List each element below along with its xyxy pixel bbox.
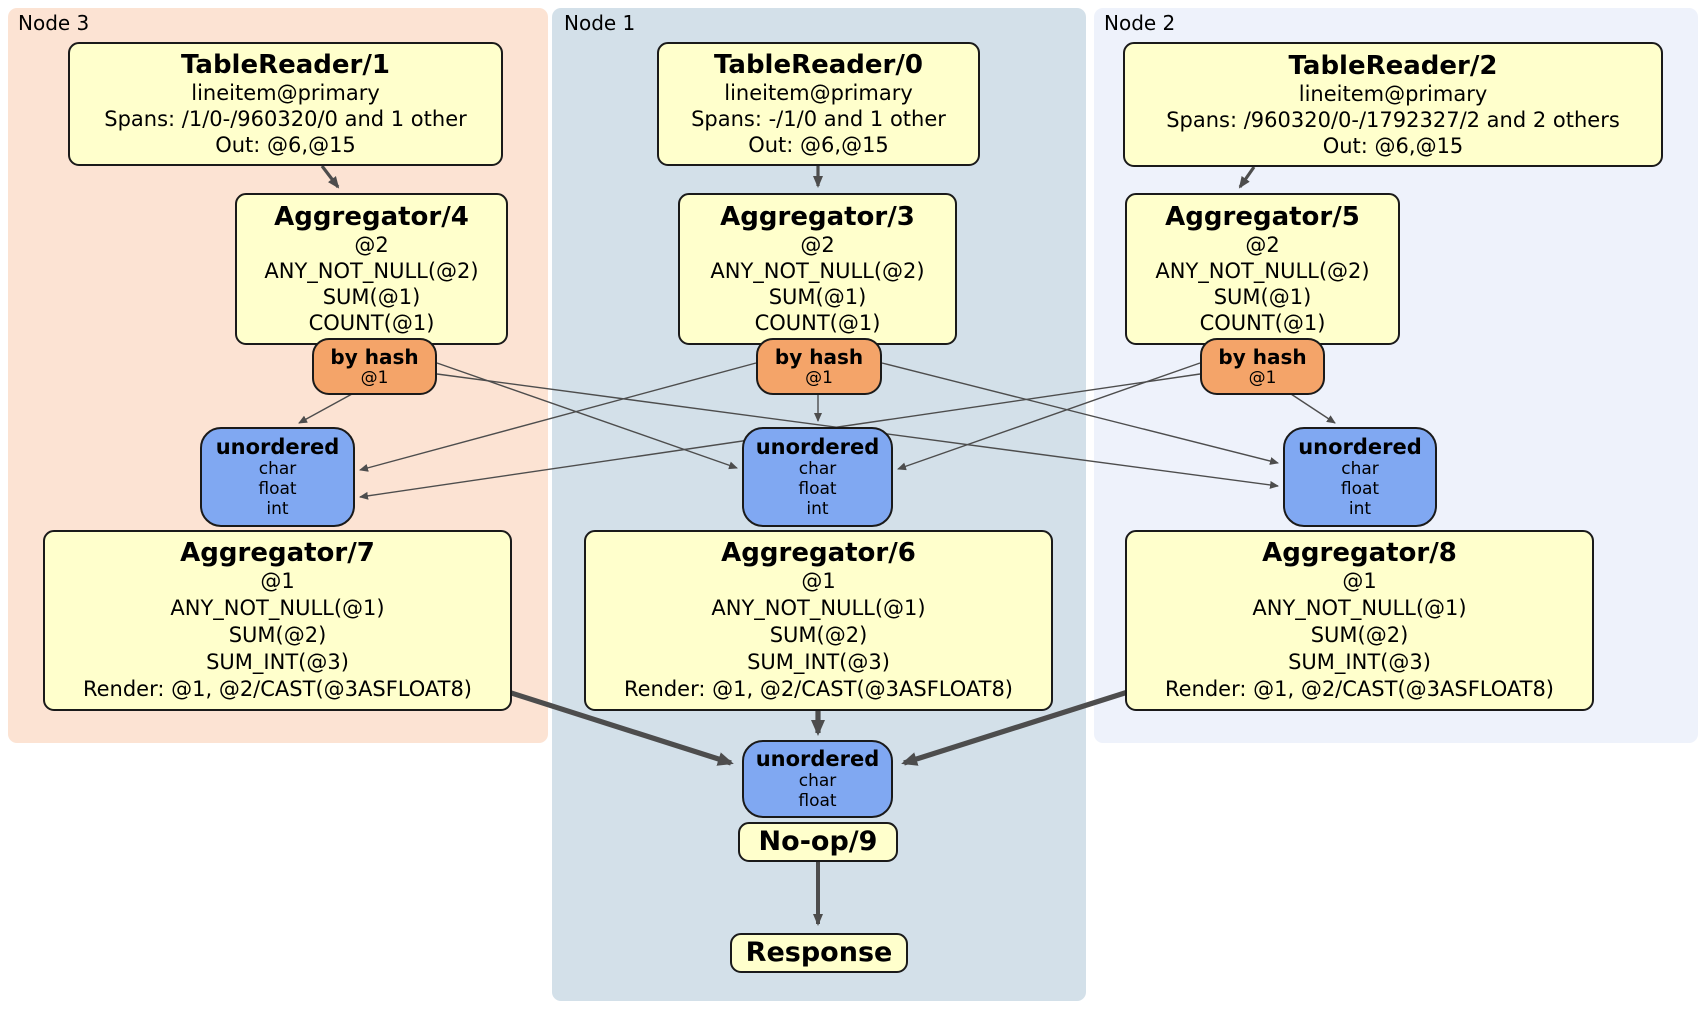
response-node: Response [730,933,908,973]
sync-unordered-final: unordered char float [742,740,893,818]
processor-detail: SUM_INT(@3) [747,650,890,674]
edge-router3-sync3 [298,393,353,424]
sync-title: unordered [755,435,880,459]
router-key: @1 [360,368,389,388]
processor-detail: SUM(@2) [228,623,327,647]
edge-agg7-syncfinal [504,688,734,766]
processor-detail: SUM(@2) [769,623,868,647]
node-label-3: Node 3 [18,11,90,35]
sync-type: float [1340,479,1380,499]
processor-tablereader-0: TableReader/0 lineitem@primary Spans: -/… [657,42,980,166]
router-key: @1 [805,368,833,388]
edge-tr1-agg4 [320,165,340,189]
router-title: by hash [330,345,419,369]
router-title: by hash [1218,345,1307,369]
processor-title: Aggregator/5 [1165,202,1360,232]
node-label-2: Node 2 [1104,11,1176,35]
processor-title: Aggregator/7 [180,538,375,568]
processor-title: Aggregator/8 [1262,538,1457,568]
processor-aggregator-4: Aggregator/4 @2 ANY_NOT_NULL(@2) SUM(@1)… [235,193,508,345]
sync-type: char [258,459,297,479]
sync-unordered-node2: unordered char float int [1283,427,1437,527]
processor-detail: Render: @1, @2/CAST(@3ASFLOAT8) [1164,677,1555,701]
processor-detail: Spans: -/1/0 and 1 other [691,107,946,131]
processor-title: TableReader/0 [714,50,923,80]
router-by-hash-node3: by hash @1 [312,338,437,395]
edge-tr2-agg5 [1238,166,1256,189]
processor-aggregator-7: Aggregator/7 @1 ANY_NOT_NULL(@1) SUM(@2)… [43,530,512,711]
processor-detail: Out: @6,@15 [215,133,356,157]
router-title: by hash [774,345,864,369]
processor-detail: SUM_INT(@3) [1288,650,1431,674]
processor-detail: COUNT(@1) [1199,311,1326,335]
sync-title: unordered [755,747,880,771]
edge-router3-sync1 [436,362,738,470]
processor-title: TableReader/1 [181,50,390,80]
sync-type: char [1341,459,1379,479]
processor-aggregator-5: Aggregator/5 @2 ANY_NOT_NULL(@2) SUM(@1)… [1125,193,1400,345]
processor-aggregator-6: Aggregator/6 @1 ANY_NOT_NULL(@1) SUM(@2)… [584,530,1053,711]
processor-detail: Out: @6,@15 [748,133,889,157]
node-label-1: Node 1 [564,11,636,35]
processor-title: TableReader/2 [1288,50,1498,81]
sync-type: char [798,771,837,791]
processor-detail: SUM_INT(@3) [206,650,349,674]
processor-title: No-op/9 [758,826,878,857]
edge-router1-sync3 [359,362,757,472]
sync-type: int [1348,499,1372,519]
edge-router2-sync2 [1290,393,1336,424]
processor-detail: ANY_NOT_NULL(@1) [1252,596,1467,620]
router-by-hash-node2: by hash @1 [1200,338,1325,395]
sync-unordered-node1: unordered char float int [742,427,893,527]
processor-detail: @2 [354,233,389,257]
processor-tablereader-2: TableReader/2 lineitem@primary Spans: /9… [1123,42,1663,167]
processor-detail: @2 [800,233,835,257]
processor-aggregator-8: Aggregator/8 @1 ANY_NOT_NULL(@1) SUM(@2)… [1125,530,1594,711]
router-key: @1 [1248,368,1277,388]
processor-detail: @2 [1245,233,1280,257]
processor-detail: @1 [1342,569,1377,593]
processor-detail: ANY_NOT_NULL(@1) [711,596,926,620]
processor-aggregator-3: Aggregator/3 @2 ANY_NOT_NULL(@2) SUM(@1)… [678,193,957,345]
processor-detail: lineitem@primary [1298,81,1488,106]
edge-router2-sync1 [897,362,1201,471]
processor-detail: lineitem@primary [724,81,913,105]
processor-detail: SUM(@1) [322,285,421,309]
processor-detail: @1 [801,569,836,593]
router-by-hash-node1: by hash @1 [756,338,882,395]
sync-title: unordered [215,435,340,459]
processor-detail: ANY_NOT_NULL(@2) [264,259,479,283]
processor-detail: SUM(@1) [1213,285,1312,309]
processor-title: Aggregator/3 [720,202,915,232]
processor-detail: lineitem@primary [191,81,380,105]
processor-detail: Spans: /1/0-/960320/0 and 1 other [104,107,467,131]
processor-detail: Spans: /960320/0-/1792327/2 and 2 others [1166,107,1620,132]
processor-tablereader-1: TableReader/1 lineitem@primary Spans: /1… [68,42,503,166]
processor-detail: SUM(@2) [1310,623,1409,647]
processor-title: Aggregator/6 [721,538,916,568]
sync-type: float [798,479,837,499]
processor-detail: ANY_NOT_NULL(@2) [710,259,925,283]
processor-detail: ANY_NOT_NULL(@2) [1155,259,1370,283]
processor-detail: COUNT(@1) [754,311,881,335]
processor-title: Aggregator/4 [274,202,469,232]
sync-type: float [258,479,297,499]
edge-agg8-syncfinal [901,688,1132,766]
sync-type: int [806,499,829,519]
processor-title: Response [745,937,893,968]
processor-detail: Out: @6,@15 [1322,133,1464,158]
processor-detail: Render: @1, @2/CAST(@3ASFLOAT8) [623,677,1014,701]
sync-type: char [798,459,837,479]
sync-title: unordered [1298,435,1422,459]
sync-unordered-node3: unordered char float int [200,427,355,527]
sync-type: float [798,791,837,811]
processor-noop-9: No-op/9 [738,822,898,862]
processor-detail: @1 [260,569,295,593]
processor-detail: SUM(@1) [768,285,867,309]
processor-detail: ANY_NOT_NULL(@1) [170,596,385,620]
processor-detail: Render: @1, @2/CAST(@3ASFLOAT8) [82,677,473,701]
edge-router1-sync2 [881,362,1279,465]
processor-detail: COUNT(@1) [308,311,435,335]
sync-type: int [266,499,289,519]
